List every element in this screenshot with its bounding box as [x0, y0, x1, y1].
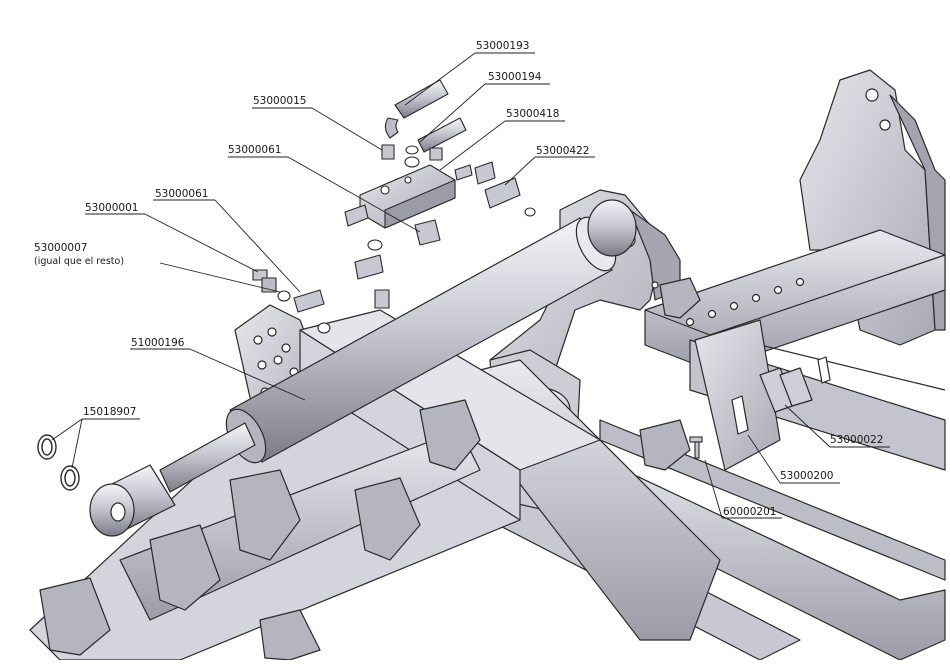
- part-note-53000007: (igual que el resto): [34, 256, 124, 268]
- part-label-15018907: 15018907: [83, 406, 136, 418]
- part-label-53000061-mid: 53000061: [155, 188, 208, 200]
- part-label-53000194: 53000194: [488, 71, 541, 83]
- part-label-53000001: 53000001: [85, 202, 138, 214]
- part-label-53000200: 53000200: [780, 470, 833, 482]
- part-label-53000193: 53000193: [476, 40, 529, 52]
- pin-60000201: [690, 437, 702, 458]
- part-label-53000418: 53000418: [506, 108, 559, 120]
- part-label-53000061-top: 53000061: [228, 144, 281, 156]
- part-label-60000201: 60000201: [723, 506, 776, 518]
- part-label-51000196: 51000196: [131, 337, 184, 349]
- part-label-53000007: 53000007: [34, 242, 87, 254]
- part-label-53000022: 53000022: [830, 434, 883, 446]
- part-label-53000015: 53000015: [253, 95, 306, 107]
- part-label-53000422: 53000422: [536, 145, 589, 157]
